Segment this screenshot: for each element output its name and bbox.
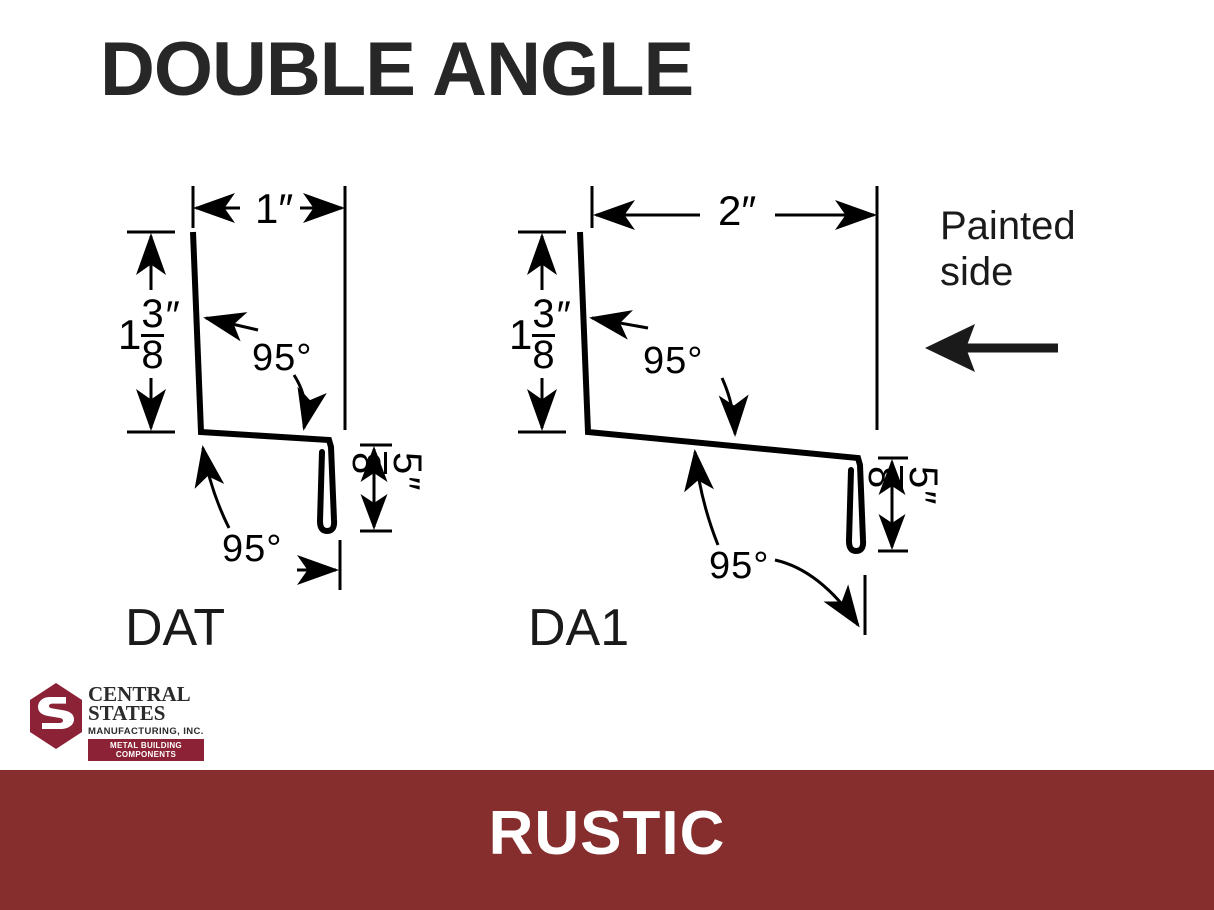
- banner-label: RUSTIC: [488, 799, 726, 868]
- bottom-banner: RUSTIC: [0, 770, 1214, 910]
- logo-line-2: STATES: [88, 701, 166, 726]
- painted-side-callout: Painted side: [940, 203, 1170, 295]
- da1-dimension-lines: [518, 186, 908, 635]
- profile-label-dat: DAT: [125, 599, 226, 657]
- dat-dimension-lines: [127, 186, 392, 590]
- da1-angle-upper: 95°: [643, 340, 704, 382]
- central-states-s-mark-icon: [30, 683, 82, 749]
- da1-angle-leaders: [589, 310, 860, 628]
- da1-top-width-text: 2″: [718, 187, 757, 234]
- logo-line-1: CENTRAL: [88, 682, 191, 706]
- page-title: DOUBLE ANGLE: [100, 27, 694, 112]
- dat-angle-upper: 95°: [252, 337, 313, 379]
- logo-tagline: METAL BUILDING COMPONENTS: [88, 738, 204, 761]
- logo-line-3: MANUFACTURING, INC.: [88, 725, 204, 737]
- dat-angle-lower: 95°: [222, 528, 283, 570]
- profile-drawing: [127, 186, 1058, 635]
- painted-side-line2: side: [940, 250, 1014, 294]
- logo-wordmark: CENTRAL STATES MANUFACTURING, INC. METAL…: [88, 682, 206, 761]
- dat-angle-leaders: [194, 312, 327, 529]
- dat-top-width-text: 1″: [255, 185, 294, 232]
- da1-angle-lower: 95°: [709, 545, 770, 587]
- profile-dat-geometry: [190, 231, 338, 534]
- painted-side-arrow: [925, 324, 1058, 372]
- company-logo: CENTRAL STATES MANUFACTURING, INC. METAL…: [30, 681, 205, 761]
- profile-label-da1: DA1: [528, 599, 630, 657]
- profile-da1-geometry: [577, 231, 867, 554]
- painted-side-line1: Painted: [940, 204, 1076, 248]
